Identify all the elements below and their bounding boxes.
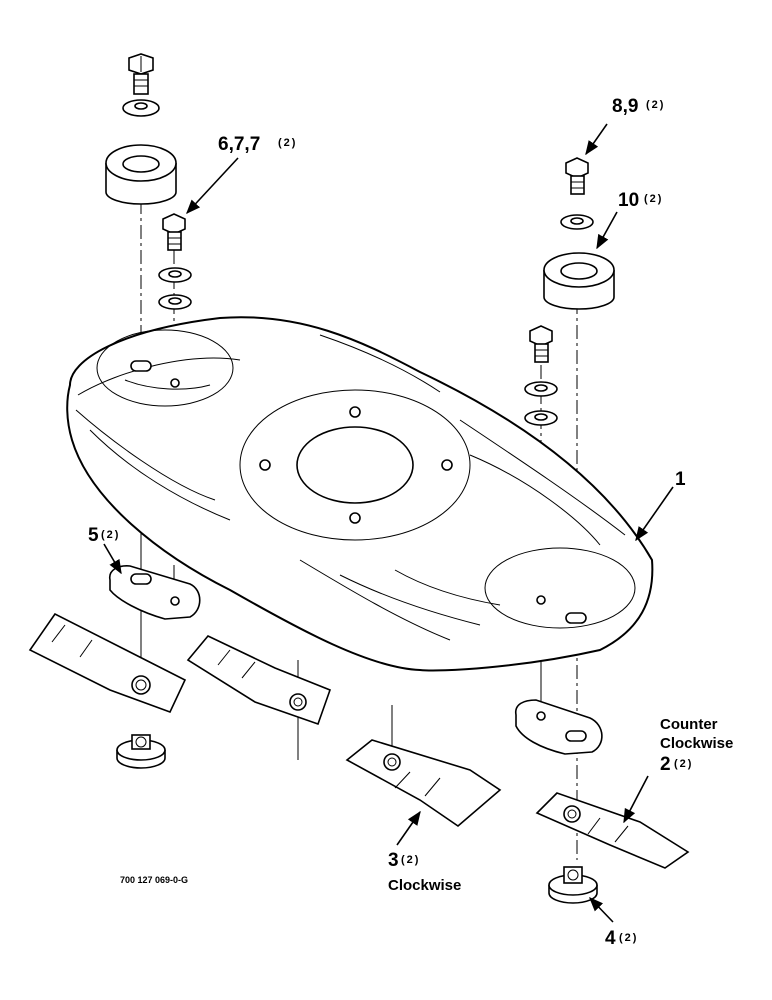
callout-2-number: 2 bbox=[660, 754, 671, 775]
blade-icon bbox=[345, 739, 502, 828]
callout-5-number: 5 bbox=[88, 525, 99, 546]
washer-icon bbox=[158, 267, 192, 283]
spacer-icon bbox=[543, 252, 615, 310]
callout-2-note-line1: Counter bbox=[660, 716, 718, 733]
disc-icon bbox=[66, 316, 654, 672]
washer-icon bbox=[524, 381, 558, 397]
washer-icon bbox=[524, 410, 558, 426]
blade-icon bbox=[186, 635, 332, 726]
callout-10-number: 10 bbox=[618, 190, 639, 211]
blade-icon bbox=[535, 792, 690, 869]
callout-8-9-qty: (2) bbox=[646, 99, 665, 111]
callout-3-qty: (2) bbox=[401, 854, 420, 866]
bolt-icon bbox=[162, 213, 186, 251]
callout-3-number: 3 bbox=[388, 850, 399, 871]
cup-nut-icon bbox=[116, 734, 166, 769]
callout-2-qty: (2) bbox=[674, 758, 693, 770]
callout-6-7-7-qty: (2) bbox=[278, 137, 297, 149]
arrow-icon bbox=[103, 123, 674, 923]
callout-4-number: 4 bbox=[605, 928, 616, 949]
retainer-plate-icon bbox=[108, 565, 201, 620]
callout-1-number: 1 bbox=[675, 469, 686, 490]
washer-icon bbox=[122, 99, 160, 117]
callout-2-note-line2: Clockwise bbox=[660, 735, 733, 752]
callout-6-7-7-number: 6,7,7 bbox=[218, 134, 260, 155]
washer-icon bbox=[158, 294, 192, 310]
spacer-icon bbox=[105, 144, 177, 205]
blade-icon bbox=[28, 612, 187, 714]
bolt-icon bbox=[565, 157, 589, 195]
callout-10-qty: (2) bbox=[644, 193, 663, 205]
bolt-icon bbox=[529, 325, 553, 363]
callout-8-9-number: 8,9 bbox=[612, 96, 638, 117]
callout-5-qty: (2) bbox=[101, 529, 120, 541]
figure-code: 700 127 069-0-G bbox=[120, 875, 188, 885]
washer-icon bbox=[560, 214, 594, 230]
bolt-icon bbox=[128, 53, 154, 95]
cup-nut-icon bbox=[548, 866, 598, 904]
retainer-plate-icon bbox=[514, 699, 603, 755]
callout-3-note: Clockwise bbox=[388, 877, 461, 894]
callout-4-qty: (2) bbox=[619, 932, 638, 944]
